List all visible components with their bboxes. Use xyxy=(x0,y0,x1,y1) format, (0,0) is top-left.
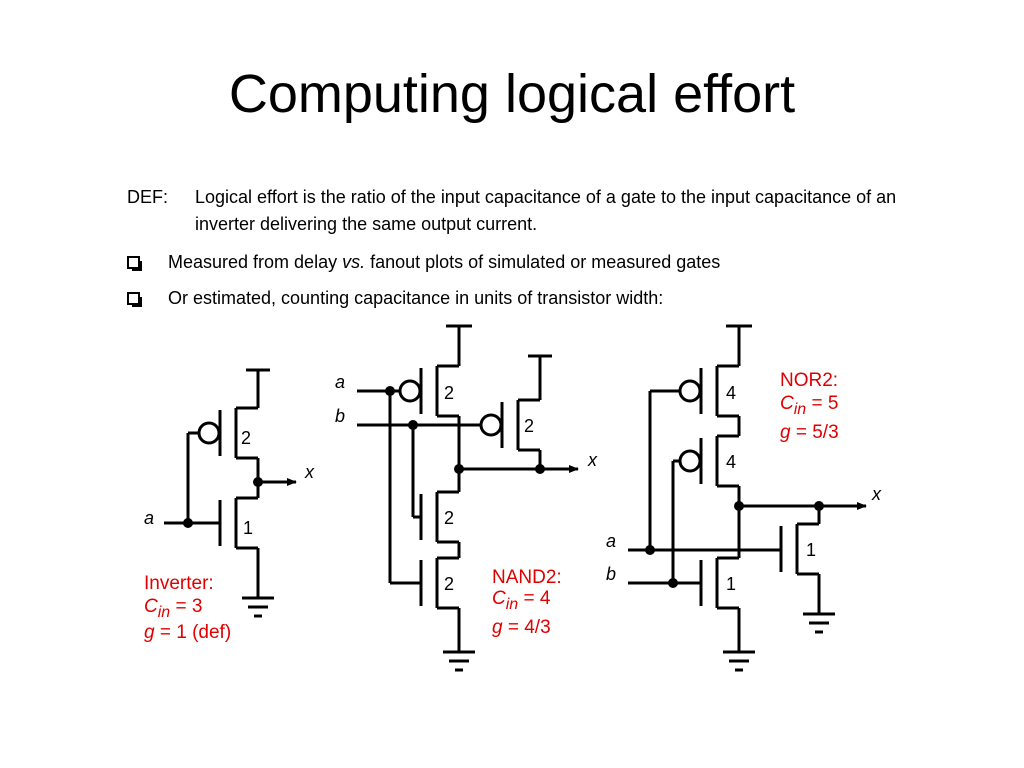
nor2-output-label: x xyxy=(871,484,882,504)
nand2-name: NAND2: xyxy=(492,567,562,588)
nand2-nmos-top-width: 2 xyxy=(444,508,454,528)
inverter-cin: Cin = 3 xyxy=(144,596,202,621)
nand2-circuit xyxy=(357,324,579,672)
nand2-input-b-label: b xyxy=(335,406,345,426)
nor2-pmos-bottom-width: 4 xyxy=(726,452,736,472)
inverter-g: g = 1 (def) xyxy=(144,622,231,643)
nor2-input-b-node xyxy=(668,578,678,588)
nand2-output-label: x xyxy=(587,450,598,470)
inverter-input-label: a xyxy=(144,508,154,528)
nand2-input-b-node xyxy=(408,420,418,430)
checkbox-bullet-icon xyxy=(127,255,142,271)
slide-title: Computing logical effort xyxy=(228,64,796,124)
nand2-output-node xyxy=(454,464,464,474)
nor2-nmos-b-width: 1 xyxy=(726,574,736,594)
nor2-circuit xyxy=(628,324,867,672)
nor2-nmos-a-drain-node xyxy=(814,501,824,511)
inverter-name: Inverter: xyxy=(144,573,214,594)
nor2-input-b-label: b xyxy=(606,564,616,584)
nand2-pmos-b-width: 2 xyxy=(524,416,534,436)
nor2-input-a-label: a xyxy=(606,531,616,551)
nor2-pmos-top-width: 4 xyxy=(726,383,736,403)
inverter-output-node xyxy=(253,477,263,487)
nand2-g: g = 4/3 xyxy=(492,617,551,638)
bullet-text: Or estimated, counting capacitance in un… xyxy=(168,288,664,308)
nor2-g: g = 5/3 xyxy=(780,422,839,443)
nor2-output-node xyxy=(734,501,744,511)
nor2-name: NOR2: xyxy=(780,370,838,391)
checkbox-bullet-icon xyxy=(127,291,142,307)
bullet-measured: Measured from delay vs. fanout plots of … xyxy=(127,250,720,274)
nand2-input-a-label: a xyxy=(335,372,345,392)
bullet-text: Measured from delay vs. fanout plots of … xyxy=(168,252,721,272)
nor2-nmos-a-width: 1 xyxy=(806,540,816,560)
nor2-cin: Cin = 5 xyxy=(780,393,838,418)
nand2-cin: Cin = 4 xyxy=(492,588,551,613)
inverter-nmos-width: 1 xyxy=(243,518,253,538)
nand2-nmos-bottom-width: 2 xyxy=(444,574,454,594)
inverter-circuit xyxy=(164,368,297,618)
nand2-input-a-node xyxy=(385,386,395,396)
nor2-input-a-node xyxy=(645,545,655,555)
inverter-input-node xyxy=(183,518,193,528)
definition-text: Logical effort is the ratio of the input… xyxy=(195,187,897,234)
inverter-pmos-width: 2 xyxy=(241,428,251,448)
inverter-output-label: x xyxy=(304,462,315,482)
nand2-pmos-b-drain-node xyxy=(535,464,545,474)
definition-label: DEF: xyxy=(127,187,169,207)
nand2-pmos-a-width: 2 xyxy=(444,383,454,403)
bullet-estimated: Or estimated, counting capacitance in un… xyxy=(127,286,663,310)
